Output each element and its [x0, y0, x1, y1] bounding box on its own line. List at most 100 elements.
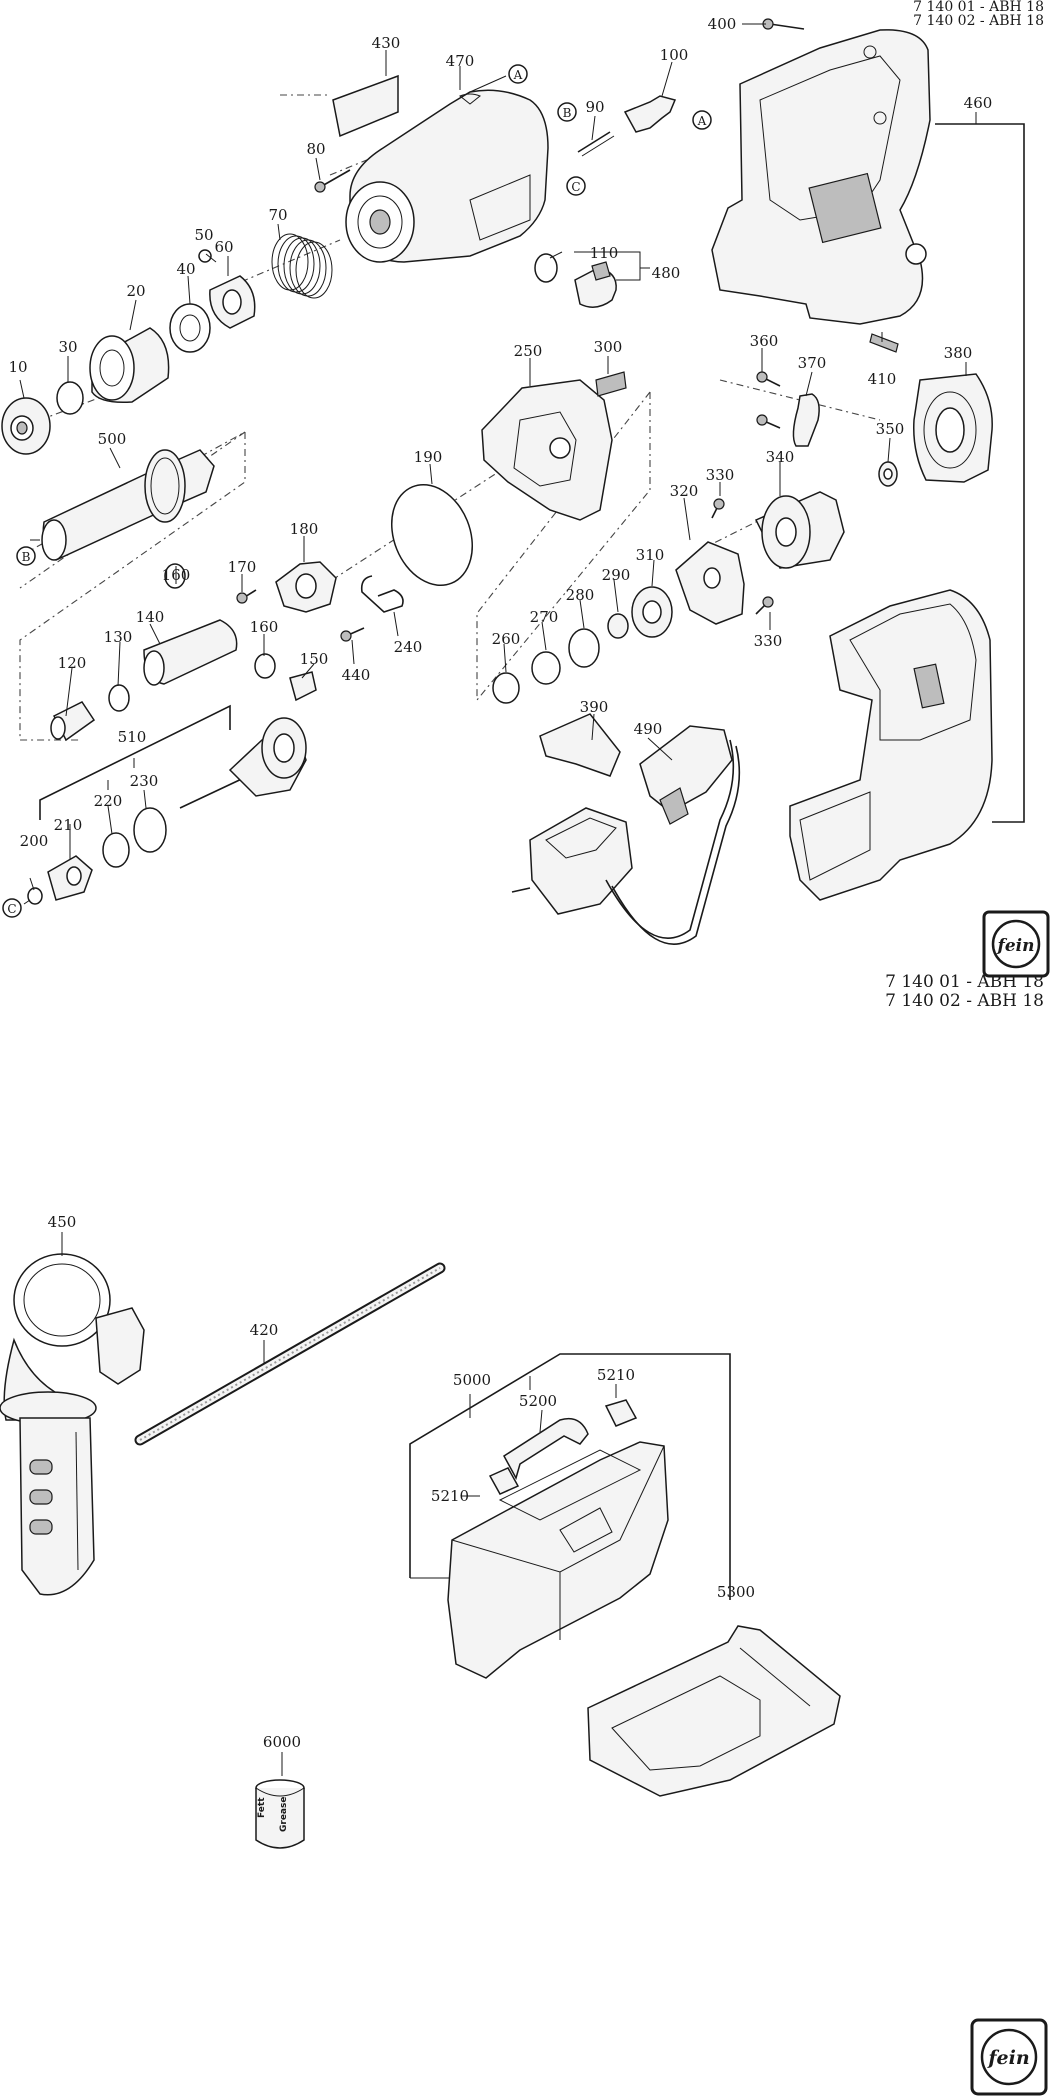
label-10: 10 — [8, 358, 27, 376]
part-370-brush-holder — [792, 393, 820, 447]
label-420: 420 — [250, 1321, 279, 1339]
label-410: 410 — [868, 370, 897, 388]
part-120-striker — [50, 701, 96, 742]
label-430: 430 — [372, 34, 401, 52]
label-240: 240 — [394, 638, 423, 656]
part-310-ball-bearing — [631, 586, 673, 638]
part-480-switch-knob — [574, 261, 617, 308]
label-340: 340 — [766, 448, 795, 466]
label-6000: 6000 — [263, 1733, 301, 1751]
part-30-o-ring — [56, 381, 84, 415]
label-260: 260 — [492, 630, 521, 648]
part-240-clip — [360, 575, 404, 613]
part-340-armature — [754, 491, 845, 569]
part-470-gear-housing — [345, 89, 549, 263]
part-220-ring — [102, 832, 130, 868]
label-160-upper: 160 — [162, 566, 191, 584]
part-210-clutch-gear — [47, 855, 93, 901]
part-5300-case-insert — [587, 1625, 841, 1797]
part-360-screws — [756, 371, 781, 429]
label-330-lower: 330 — [754, 632, 783, 650]
part-430-label-plate — [332, 74, 399, 138]
label-170: 170 — [228, 558, 257, 576]
label-60: 60 — [214, 238, 233, 256]
part-450-side-handle — [0, 1253, 145, 1596]
part-400-screw — [762, 18, 805, 30]
part-440-screw — [340, 627, 365, 642]
part-100-latch — [623, 95, 677, 133]
part-490-switch — [639, 725, 733, 825]
label-110: 110 — [590, 244, 619, 262]
header-model-line-1: 7 140 01 - ABH 18 — [913, 0, 1044, 15]
label-5300: 5300 — [717, 1583, 755, 1601]
label-290: 290 — [602, 566, 631, 584]
part-380-field — [913, 373, 993, 483]
label-20: 20 — [126, 282, 145, 300]
part-10-nose-cap — [1, 397, 51, 455]
part-260-washer — [492, 672, 520, 704]
part-70-spring — [271, 233, 333, 299]
svg-text:C: C — [571, 180, 580, 194]
label-490: 490 — [634, 720, 663, 738]
label-5200: 5200 — [519, 1392, 557, 1410]
part-330-screw-lower — [755, 596, 774, 615]
part-5200-case-handle — [503, 1417, 589, 1480]
label-310: 310 — [636, 546, 665, 564]
part-500-spindle — [41, 449, 215, 561]
part-5210-latch-upper — [604, 1399, 638, 1427]
part-electronics-module — [511, 739, 741, 945]
label-50: 50 — [194, 226, 213, 244]
label-370: 370 — [798, 354, 827, 372]
case-bracket — [409, 1353, 731, 1600]
part-190-o-ring — [390, 483, 474, 587]
label-160-lower: 160 — [250, 618, 279, 636]
label-360: 360 — [750, 332, 779, 350]
label-40: 40 — [176, 260, 195, 278]
part-320-bearing-plate — [675, 541, 745, 625]
label-150: 150 — [300, 650, 329, 668]
label-210: 210 — [54, 816, 83, 834]
svg-text:B: B — [22, 550, 31, 564]
svg-text:fein: fein — [997, 936, 1035, 956]
part-60-retaining-plate — [209, 275, 256, 329]
label-5000: 5000 — [453, 1371, 491, 1389]
label-220: 220 — [94, 792, 123, 810]
part-160-washer-lower — [254, 653, 276, 679]
label-440: 440 — [342, 666, 371, 684]
part-510-gear-shaft — [179, 717, 307, 809]
header-model-line-2: 7 140 02 - ABH 18 — [913, 13, 1044, 29]
label-350: 350 — [876, 420, 905, 438]
label-70: 70 — [268, 206, 287, 224]
svg-text:C: C — [7, 902, 16, 916]
label-320: 320 — [670, 482, 699, 500]
label-120: 120 — [58, 654, 87, 672]
label-230: 230 — [130, 772, 159, 790]
part-labels: 430 470 80 90 100 110 480 400 460 410 38… — [8, 15, 992, 850]
label-280: 280 — [566, 586, 595, 604]
part-80-screw — [314, 169, 351, 193]
label-80: 80 — [306, 140, 325, 158]
part-150-pin — [289, 671, 317, 702]
svg-text:B: B — [563, 106, 572, 120]
part-140-guide-tube — [143, 619, 238, 686]
label-510: 510 — [118, 728, 147, 746]
part-350-bearing — [878, 461, 898, 487]
label-30: 30 — [58, 338, 77, 356]
part-290-bush — [607, 613, 629, 639]
part-330-screw-upper — [711, 498, 725, 519]
label-270: 270 — [530, 608, 559, 626]
part-270-washer — [531, 651, 561, 685]
label-450: 450 — [48, 1213, 77, 1231]
part-410-pad — [869, 333, 899, 353]
label-200: 200 — [20, 832, 49, 850]
part-250-intermediate-flange — [481, 379, 613, 521]
leader-lines — [19, 23, 1025, 905]
label-90: 90 — [585, 98, 604, 116]
label-5210-lower: 5210 — [431, 1487, 469, 1505]
label-130: 130 — [104, 628, 133, 646]
svg-text:A: A — [697, 114, 707, 128]
label-380: 380 — [944, 344, 973, 362]
part-200-circlip — [27, 887, 43, 905]
label-140: 140 — [136, 608, 165, 626]
